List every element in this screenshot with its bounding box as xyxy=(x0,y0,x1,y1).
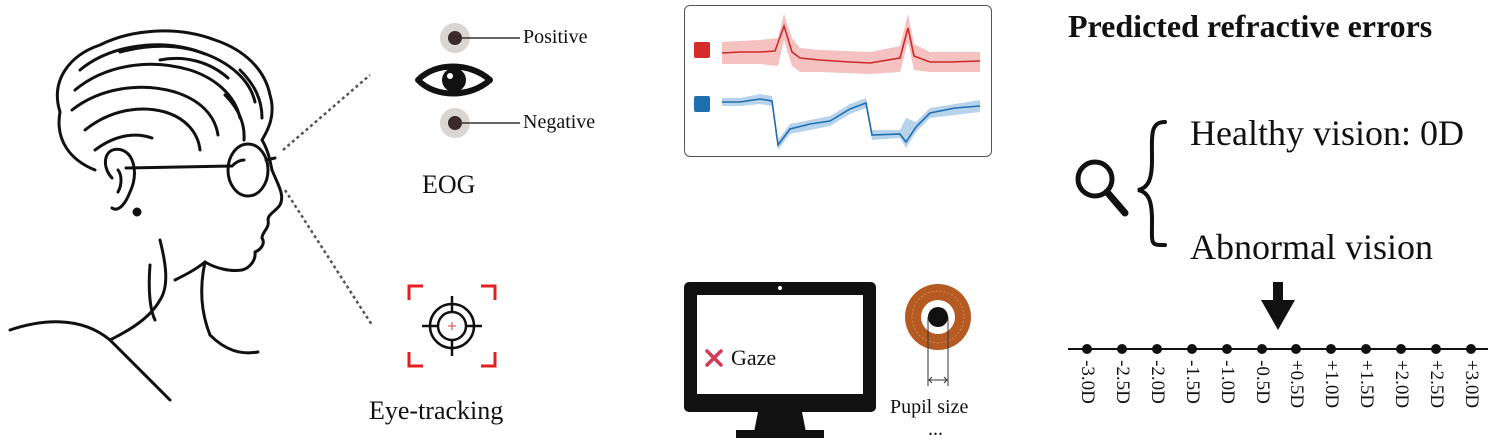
scale-tick-label: -1.0D xyxy=(1216,360,1238,404)
pupil-size-label: Pupil size xyxy=(890,396,969,418)
signal-panel xyxy=(684,5,992,157)
scale-tick-dot xyxy=(1326,344,1337,354)
negative-label: Negative xyxy=(523,111,596,133)
scale-tick-dot xyxy=(1186,344,1197,354)
scale-tick-label: +2.5D xyxy=(1426,359,1448,409)
scale-tick-label: +3.0D xyxy=(1460,359,1482,409)
ellipsis-label: ... xyxy=(928,418,943,440)
eye-tracking-label: Eye-tracking xyxy=(369,396,504,425)
abnormal-vision-label: Abnormal vision xyxy=(1190,227,1433,267)
scale-tick-label: +1.5D xyxy=(1356,359,1378,409)
scale-tick-label: +1.0D xyxy=(1321,359,1343,409)
prediction-title: Predicted refractive errors xyxy=(1068,8,1433,44)
red-signal-swatch xyxy=(694,42,710,58)
scale-tick-dot xyxy=(1361,344,1372,354)
scale-tick-label: -1.5D xyxy=(1181,360,1203,404)
scale-tick-label: -2.0D xyxy=(1146,360,1168,404)
blue-signal-swatch xyxy=(694,96,710,112)
eog-label: EOG xyxy=(422,170,476,199)
scale-tick-label: -0.5D xyxy=(1251,360,1273,404)
healthy-vision-label: Healthy vision: 0D xyxy=(1190,113,1464,153)
scale-tick-dot xyxy=(1151,344,1162,354)
scale-tick-dot xyxy=(1396,344,1407,354)
positive-label: Positive xyxy=(523,26,588,48)
scale-tick-label: +2.0D xyxy=(1391,359,1413,409)
scale-tick-label: -3.0D xyxy=(1076,360,1098,404)
scale-tick-dot xyxy=(1221,344,1232,354)
scale-tick-dot xyxy=(1256,344,1267,354)
scale-tick-dot xyxy=(1082,344,1092,354)
scale-tick-label: +0.5D xyxy=(1286,359,1308,409)
gaze-label: Gaze xyxy=(731,345,777,370)
scale-tick-dot xyxy=(1465,344,1476,354)
scale-tick-dot xyxy=(1116,344,1127,354)
diopter-scale-axis xyxy=(1068,348,1488,350)
scale-tick-dot xyxy=(1291,344,1302,354)
scale-tick-dot xyxy=(1431,344,1441,354)
scale-tick-label: -2.5D xyxy=(1111,360,1133,404)
